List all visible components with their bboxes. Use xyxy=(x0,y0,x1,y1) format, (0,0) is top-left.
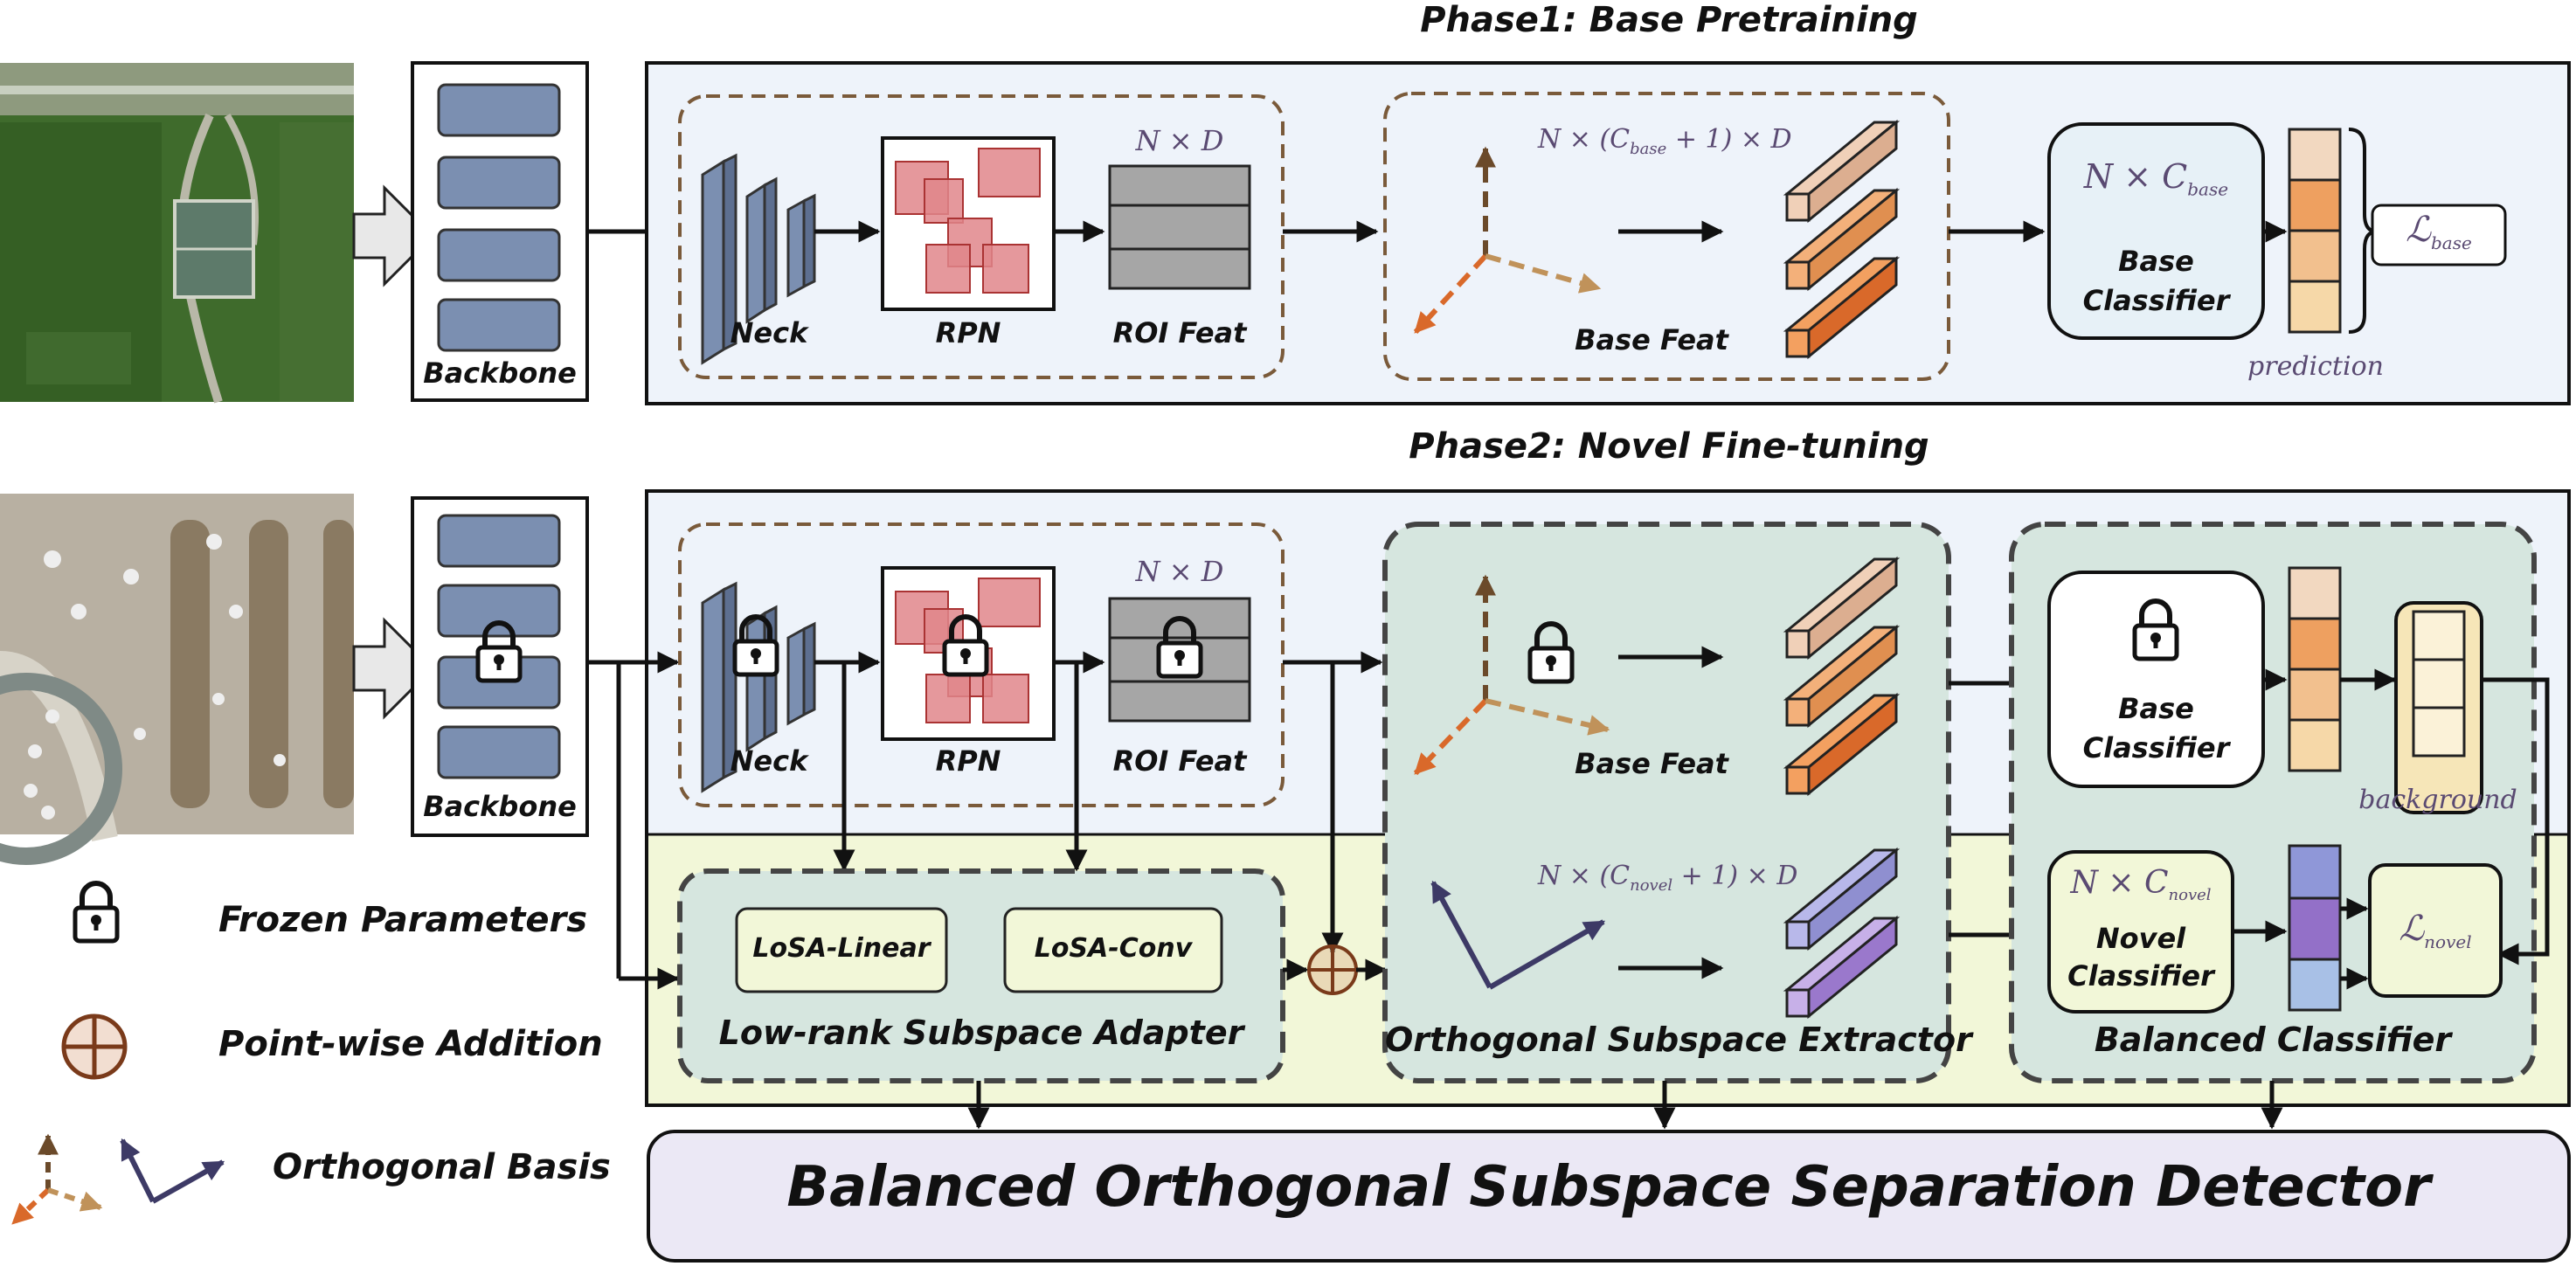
aerial-image-bottom xyxy=(0,494,354,865)
prediction-label: prediction xyxy=(2247,351,2384,382)
base-classifier-label-bottom-2: Classifier xyxy=(2082,731,2230,764)
roi-feat-label-bottom: ROI Feat xyxy=(1112,744,1247,778)
neck-label-bottom: Neck xyxy=(730,744,808,778)
legend-addition-icon xyxy=(61,1014,128,1080)
phase2-title: Phase2: Novel Fine-tuning xyxy=(1409,426,1929,467)
detector-group-bottom xyxy=(678,522,1285,807)
prediction-vector-top xyxy=(2288,128,2342,334)
detector-group-top xyxy=(678,94,1285,379)
legend-lock-icon xyxy=(75,883,117,941)
novel-prediction-vector xyxy=(2288,844,2342,1012)
rpn-label-bottom: RPN xyxy=(935,744,1001,778)
backbone-label-top: Backbone xyxy=(423,356,577,390)
detector-title: Balanced Orthogonal Subspace Separation … xyxy=(786,1155,2431,1220)
losa-linear-label: LoSA-Linear xyxy=(752,933,931,964)
extractor-label: Orthogonal Subspace Extractor xyxy=(1385,1020,1972,1059)
novel-feat-bars xyxy=(1783,847,1901,1020)
rpn-label-top: RPN xyxy=(935,316,1001,349)
orthogonal-basis-base xyxy=(1413,574,1610,776)
orthogonal-basis-top xyxy=(1413,146,1602,335)
base-classifier-label-bottom-1: Base xyxy=(2118,692,2194,725)
orthogonal-basis-novel xyxy=(1430,880,1606,990)
neck-block-top xyxy=(701,153,816,365)
base-feat-label-bottom: Base Feat xyxy=(1575,747,1728,780)
input-arrow-top xyxy=(352,184,435,287)
roi-feat-label-top: ROI Feat xyxy=(1112,316,1247,349)
roi-dim-bottom: N × D xyxy=(1135,555,1224,588)
backbone-blocks-top xyxy=(437,83,561,352)
aerial-image-top xyxy=(0,63,354,404)
classifier-dim-top: N × Cbase xyxy=(2083,157,2229,200)
background-label: background xyxy=(2358,785,2517,815)
adapter-label: Low-rank Subspace Adapter xyxy=(718,1014,1244,1052)
base-feat-group-top xyxy=(1383,92,1950,381)
legend-basis-icon xyxy=(10,1133,225,1226)
losa-conv-box xyxy=(1003,907,1223,993)
roi-dim-top: N × D xyxy=(1135,124,1224,157)
base-feat-label-top: Base Feat xyxy=(1575,323,1728,356)
pointwise-addition-icon xyxy=(1307,944,1358,995)
novel-classifier-label-1: Novel xyxy=(2095,922,2186,955)
novel-classifier-label-2: Classifier xyxy=(2067,959,2214,993)
neck-label-top: Neck xyxy=(730,316,808,349)
novel-dim-label: N × (Cnovel + 1) × D xyxy=(1538,861,1798,895)
roi-feat-top xyxy=(1108,164,1251,290)
balanced-classifier-label: Balanced Classifier xyxy=(2094,1020,2452,1059)
base-classifier-label-top-1: Base xyxy=(2118,245,2194,278)
base-prediction-vector xyxy=(2288,566,2342,772)
rpn-proposals-top xyxy=(895,148,1041,294)
legend-addition-label: Point-wise Addition xyxy=(218,1024,603,1064)
input-arrow-bottom xyxy=(352,617,435,720)
phase1-title: Phase1: Base Pretraining xyxy=(1420,0,1918,40)
base-classifier-label-top-2: Classifier xyxy=(2082,284,2230,317)
loss-box-top xyxy=(2371,204,2507,266)
feat-dim-top: N × (Cbase + 1) × D xyxy=(1538,124,1792,158)
background-vector xyxy=(2412,610,2466,758)
base-feat-bars-top xyxy=(1783,119,1901,360)
backbone-label-bottom: Backbone xyxy=(423,790,577,823)
loss-novel-label: ℒnovel xyxy=(2399,909,2472,952)
novel-loss-box xyxy=(2368,863,2503,998)
legend-frozen-label: Frozen Parameters xyxy=(218,900,588,940)
losa-linear-box xyxy=(735,907,948,993)
novel-classifier-dim: N × Cnovel xyxy=(2070,865,2212,905)
loss-base-label: ℒbase xyxy=(2406,210,2472,253)
detector-box xyxy=(647,1130,2571,1263)
base-feat-bars-bottom xyxy=(1783,556,1901,797)
legend-basis-label: Orthogonal Basis xyxy=(273,1147,611,1187)
losa-conv-label: LoSA-Conv xyxy=(1034,933,1193,964)
